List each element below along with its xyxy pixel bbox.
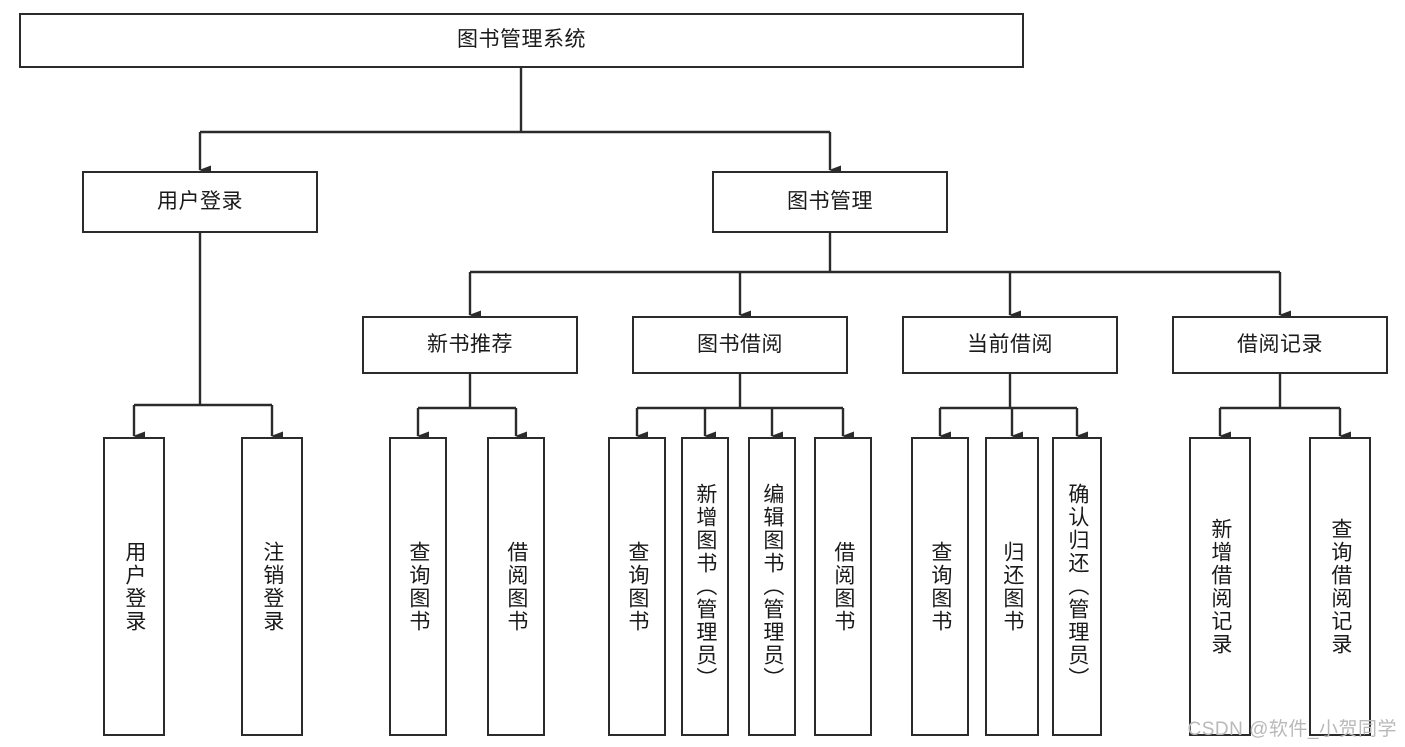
node-label: 查询借阅记录 (1328, 517, 1352, 656)
node-label: 新书推荐 (427, 332, 513, 356)
node-label: 借阅图书 (831, 540, 855, 633)
node-label: 图书管理系统 (457, 28, 586, 52)
node-leaf-query-book-1[interactable]: 查询图书 (389, 437, 447, 736)
node-leaf-query-record[interactable]: 查询借阅记录 (1309, 437, 1371, 736)
node-label: 查询图书 (406, 540, 430, 633)
node-label: 归还图书 (1000, 540, 1024, 633)
node-new-book-rec[interactable]: 新书推荐 (362, 316, 578, 374)
node-borrow-record[interactable]: 借阅记录 (1172, 316, 1388, 374)
node-label: 借阅图书 (504, 540, 528, 633)
node-leaf-edit-book[interactable]: 编辑图书（管理员） (748, 437, 796, 736)
watermark-text: CSDN @软件_小贺同学 (1187, 719, 1397, 740)
node-label: 新增借阅记录 (1208, 517, 1232, 656)
node-label: 新增图书（管理员） (693, 483, 717, 690)
node-leaf-user-login[interactable]: 用户登录 (103, 437, 165, 736)
node-book-manage[interactable]: 图书管理 (712, 171, 948, 233)
node-label: 注销登录 (260, 540, 284, 633)
node-label: 当前借阅 (967, 332, 1053, 356)
node-leaf-add-record[interactable]: 新增借阅记录 (1189, 437, 1251, 736)
node-root[interactable]: 图书管理系统 (19, 13, 1024, 68)
node-label: 用户登录 (122, 540, 146, 633)
node-label: 图书管理 (787, 189, 873, 213)
node-label: 查询图书 (625, 540, 649, 633)
node-label: 借阅记录 (1237, 332, 1323, 356)
node-leaf-borrow-book-1[interactable]: 借阅图书 (487, 437, 545, 736)
node-leaf-borrow-book-2[interactable]: 借阅图书 (814, 437, 872, 736)
node-book-borrow[interactable]: 图书借阅 (632, 316, 848, 374)
node-label: 编辑图书（管理员） (760, 483, 784, 690)
node-leaf-logout[interactable]: 注销登录 (241, 437, 303, 736)
node-label: 用户登录 (157, 189, 243, 213)
node-leaf-query-book-2[interactable]: 查询图书 (608, 437, 666, 736)
node-current-borrow[interactable]: 当前借阅 (902, 316, 1118, 374)
node-leaf-return-book[interactable]: 归还图书 (985, 437, 1039, 736)
node-label: 确认归还（管理员） (1065, 483, 1089, 690)
node-label: 图书借阅 (697, 332, 783, 356)
node-leaf-add-book[interactable]: 新增图书（管理员） (681, 437, 729, 736)
node-label: 查询图书 (928, 540, 952, 633)
node-leaf-query-book-3[interactable]: 查询图书 (911, 437, 969, 736)
node-leaf-confirm-return[interactable]: 确认归还（管理员） (1052, 437, 1102, 736)
node-user-login[interactable]: 用户登录 (82, 171, 318, 233)
